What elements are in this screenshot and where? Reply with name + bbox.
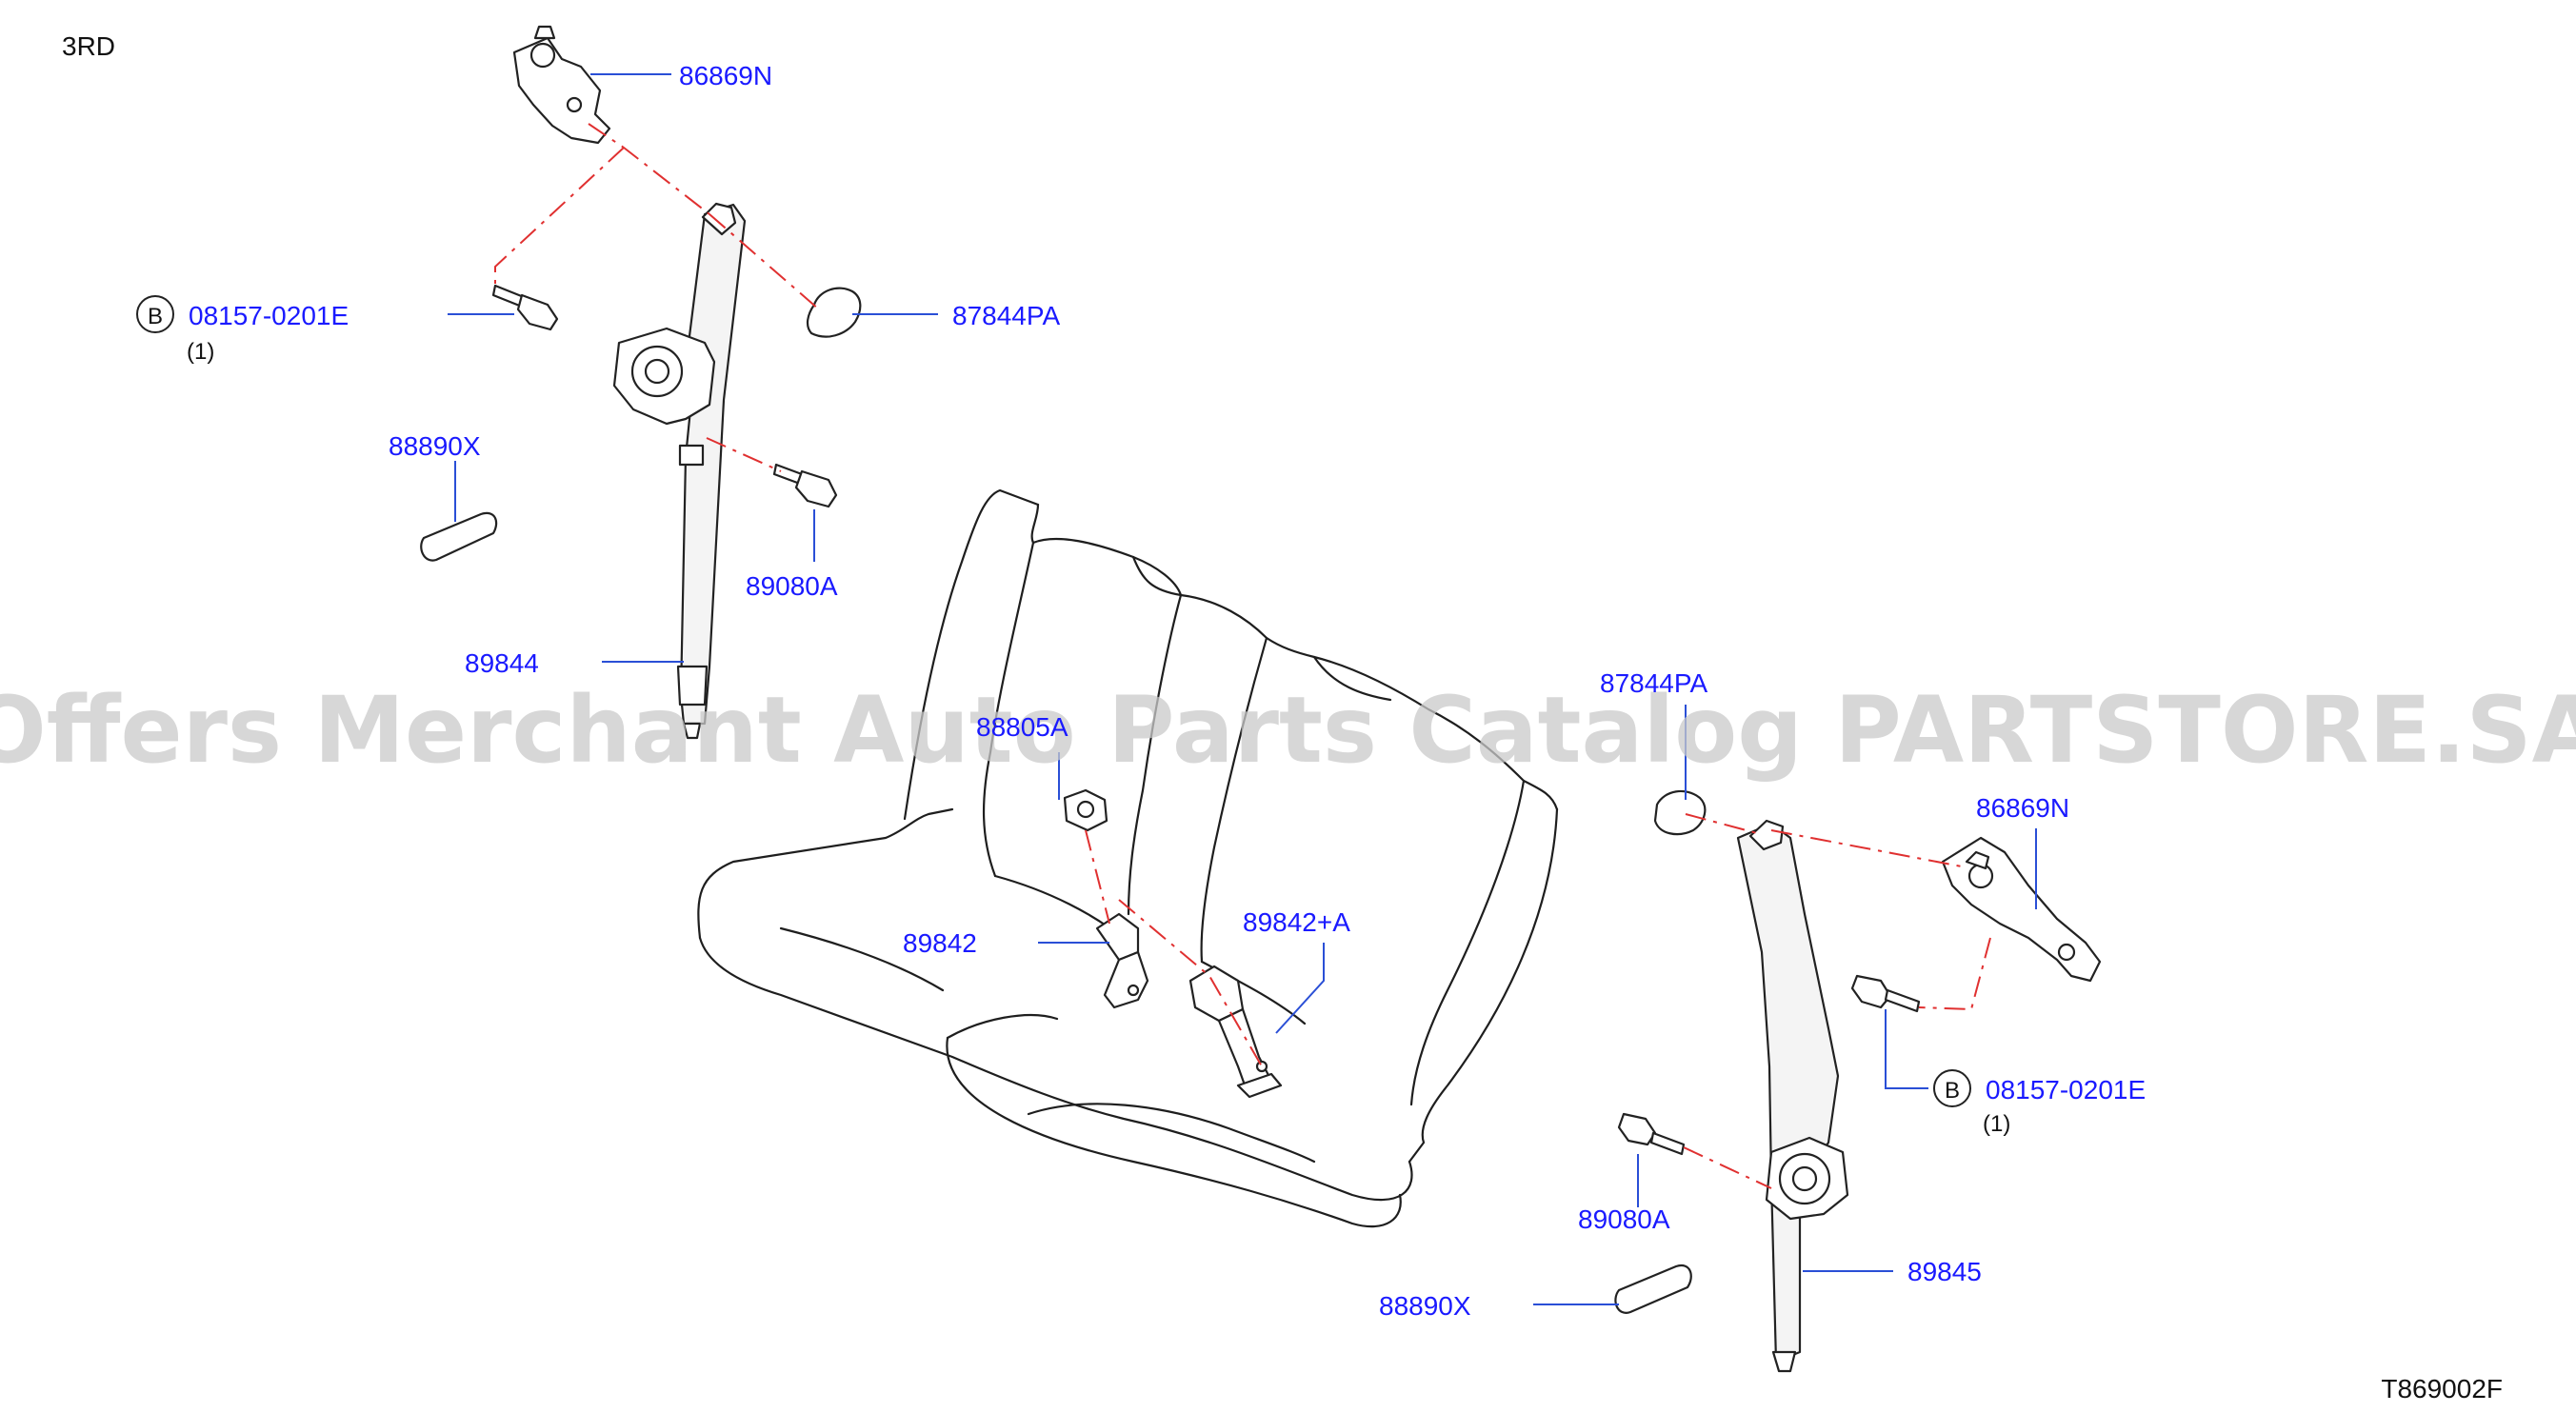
retractor-89845 bbox=[1736, 819, 1849, 1373]
callout-87844pa-left[interactable]: 87844PA bbox=[952, 301, 1060, 330]
callout-89842-a[interactable]: 89842+A bbox=[1243, 907, 1350, 937]
anchor-plate-86869n-left bbox=[512, 25, 611, 145]
callout-badge-b-right bbox=[1933, 1069, 1971, 1107]
callout-89080a-right[interactable]: 89080A bbox=[1578, 1204, 1670, 1234]
cover-87844pa-left bbox=[806, 287, 862, 338]
callout-87844pa-right[interactable]: 87844PA bbox=[1600, 668, 1707, 698]
bolt-08157-0201e-left bbox=[491, 284, 559, 331]
anchor-plate-86869n-right bbox=[1941, 836, 2102, 983]
callout-86869n-right[interactable]: 86869N bbox=[1976, 793, 2069, 823]
cap-88890x-left bbox=[420, 511, 498, 562]
callout-08157-0201e-left-group[interactable]: B 08157-0201E (1) bbox=[136, 295, 349, 365]
callout-badge-b-left bbox=[136, 295, 174, 333]
section-label: 3RD bbox=[62, 31, 115, 61]
callout-88890x-left[interactable]: 88890X bbox=[389, 431, 481, 461]
callout-89844[interactable]: 89844 bbox=[465, 648, 539, 678]
retractor-89844 bbox=[612, 202, 747, 740]
callout-88805a[interactable]: 88805A bbox=[976, 712, 1068, 742]
buckle-89842-a bbox=[1188, 965, 1283, 1099]
assembly-dash-lines bbox=[494, 123, 1991, 1189]
callout-badge-b-left-letter: B bbox=[148, 304, 163, 329]
callout-08157-0201e-left[interactable]: 08157-0201E bbox=[189, 301, 349, 330]
rear-seat-outline bbox=[697, 488, 1559, 1228]
buckle-89842 bbox=[1095, 912, 1149, 1009]
callout-89845[interactable]: 89845 bbox=[1907, 1257, 1982, 1286]
bolt-89080a-left bbox=[772, 463, 838, 508]
callout-08157-0201e-right-qty: (1) bbox=[1983, 1111, 2010, 1137]
callout-08157-0201e-right[interactable]: 08157-0201E bbox=[1986, 1075, 2146, 1105]
callout-89842[interactable]: 89842 bbox=[903, 928, 977, 958]
bolt-89080a-right bbox=[1617, 1112, 1686, 1156]
callout-89080a-left[interactable]: 89080A bbox=[746, 571, 838, 601]
cap-88890x-right bbox=[1614, 1264, 1692, 1314]
nut-88805a bbox=[1063, 788, 1108, 832]
callout-86869n-left[interactable]: 86869N bbox=[679, 61, 772, 90]
cover-87844pa-right bbox=[1653, 789, 1707, 836]
diagram-code: T869002F bbox=[2381, 1374, 2503, 1403]
callout-08157-0201e-left-qty: (1) bbox=[187, 339, 214, 365]
callout-08157-0201e-right-group[interactable]: B 08157-0201E (1) bbox=[1933, 1069, 2146, 1137]
watermark-text: Offers Merchant Auto Parts Catalog PARTS… bbox=[0, 677, 2576, 784]
bolt-08157-0201e-right bbox=[1850, 974, 1921, 1013]
leader-lines bbox=[448, 73, 2037, 1305]
callout-badge-b-right-letter: B bbox=[1945, 1078, 1960, 1104]
callout-88890x-right[interactable]: 88890X bbox=[1379, 1291, 1471, 1321]
